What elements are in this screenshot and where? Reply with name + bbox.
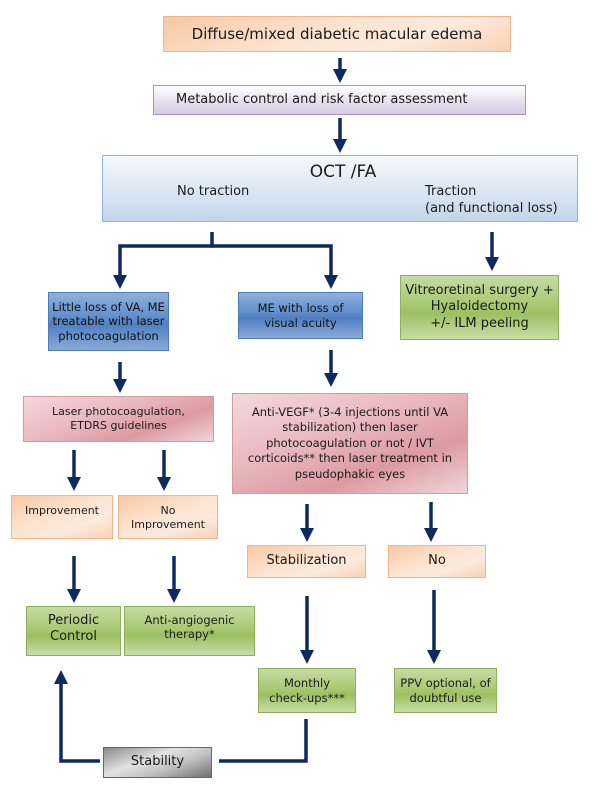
node-text: Stability <box>130 754 185 770</box>
oct-title: OCT /FA <box>309 162 377 182</box>
node-little-loss-va: Little loss of VA, ME treatable with las… <box>48 292 169 351</box>
node-monthly-check-ups: Monthly check-ups*** <box>258 668 356 713</box>
oct-traction-line-2: (and functional loss) <box>425 200 558 216</box>
node-stabilization: Stabilization <box>247 545 366 578</box>
node-line: corticoids** then laser treatment in <box>247 451 453 466</box>
node-line: doubtful use <box>409 690 482 705</box>
node-line: ME with loss of <box>257 301 344 316</box>
node-laser-photocoagulation: Laser photocoagulation, ETDRS guidelines <box>23 396 214 442</box>
node-line: ETDRS guidelines <box>70 419 167 432</box>
node-metabolic-assessment: Metabolic control and risk factor assess… <box>153 85 526 115</box>
node-text: Stabilization <box>266 553 347 569</box>
node-line: Periodic <box>47 613 100 628</box>
node-anti-angiogenic-therapy: Anti-angiogenic therapy* <box>124 606 255 656</box>
node-line: treatable with laser <box>52 314 165 329</box>
oct-traction-line-1: Traction <box>425 184 477 199</box>
node-stability: Stability <box>103 747 212 778</box>
node-line: check-ups*** <box>269 690 345 705</box>
node-text: No <box>428 553 446 569</box>
node-line: Hyaloidectomy <box>430 299 529 315</box>
node-line: Vitreoretinal surgery + <box>405 283 554 299</box>
oct-no-traction-label: No traction <box>177 184 250 199</box>
node-line: photocoagulation <box>58 328 159 343</box>
node-improvement: Improvement <box>11 495 113 539</box>
node-line: No <box>160 504 176 517</box>
arrow-no-traction-right <box>212 244 338 289</box>
node-ppv-optional: PPV optional, of doubtful use <box>394 668 497 713</box>
node-oct-fa: OCT /FA No traction Traction (and functi… <box>102 155 578 222</box>
node-diffuse-macular-edema: Diffuse/mixed diabetic macular edema <box>163 16 511 52</box>
node-line: Anti-angiogenic <box>144 613 235 627</box>
node-no: No <box>388 545 486 578</box>
node-text: Metabolic control and risk factor assess… <box>176 91 468 107</box>
node-line: Control <box>50 629 97 645</box>
line-monthly-to-stability <box>219 719 308 763</box>
arrow-stability-to-periodic <box>54 670 100 763</box>
node-line: Improvement <box>131 517 205 531</box>
oct-traction-label: Traction (and functional loss) <box>425 184 558 218</box>
node-line: stabilization) then laser <box>282 420 418 435</box>
node-me-loss-va: ME with loss of visual acuity <box>238 292 363 339</box>
node-anti-vegf: Anti-VEGF* (3-4 injections until VA stab… <box>232 393 468 494</box>
node-line: therapy* <box>164 627 215 642</box>
node-periodic-control: Periodic Control <box>26 606 121 656</box>
node-text: Diffuse/mixed diabetic macular edema <box>191 24 483 43</box>
node-line: pseudophakic eyes <box>294 466 406 481</box>
node-line: PPV optional, of <box>400 676 491 691</box>
arrow-no-traction-left <box>113 232 214 289</box>
node-line: +/- ILM peeling <box>430 315 529 331</box>
node-line: Anti-VEGF* (3-4 injections until VA <box>251 404 449 419</box>
node-vitreoretinal-surgery: Vitreoretinal surgery + Hyaloidectomy +/… <box>400 275 559 340</box>
node-line: visual acuity <box>264 315 337 330</box>
node-line: Monthly <box>283 676 331 691</box>
node-no-improvement: No Improvement <box>118 495 218 539</box>
node-line: photocoagulation or not / IVT <box>266 435 434 450</box>
node-line: Little loss of VA, ME <box>52 299 165 314</box>
node-line: Laser photocoagulation, <box>52 405 185 419</box>
node-text: Improvement <box>25 504 99 517</box>
